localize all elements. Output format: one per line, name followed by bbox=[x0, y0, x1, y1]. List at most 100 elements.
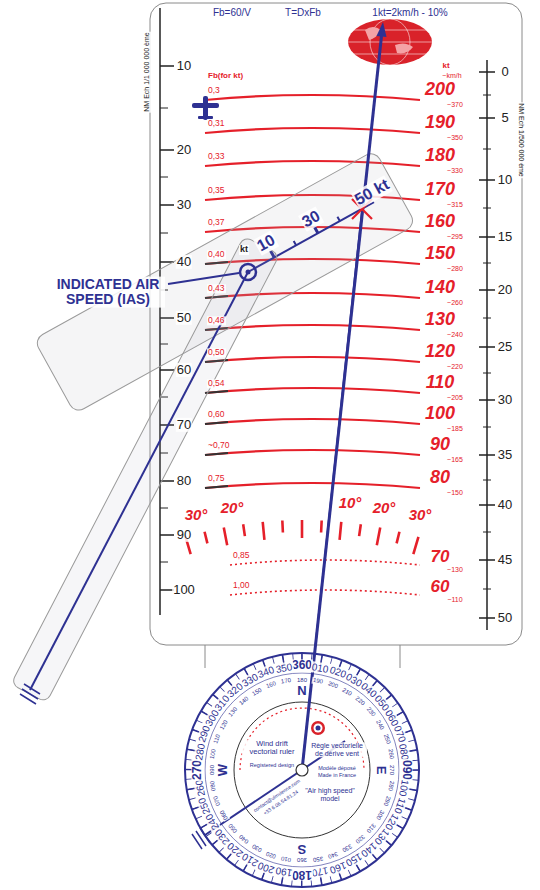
drift-ticks-part bbox=[205, 532, 400, 544]
world-globe-part bbox=[365, 27, 413, 53]
speed-number: 150 bbox=[424, 244, 456, 264]
kmh-value: ~165 bbox=[446, 456, 464, 464]
fb-value: 0,3 bbox=[207, 86, 221, 95]
reciprocal-degree: 130 bbox=[227, 705, 240, 718]
product-name: Règle vectorielle de dérive vent bbox=[307, 742, 367, 757]
reciprocal-degree: 210 bbox=[340, 686, 354, 698]
wind-vectors-part bbox=[302, 36, 382, 770]
kmh-value: ~280 bbox=[446, 265, 464, 273]
wind-vectors bbox=[302, 22, 387, 770]
speed-number: 100 bbox=[424, 404, 456, 424]
nm-scale-right-part bbox=[486, 60, 488, 630]
reciprocal-degree: 360 bbox=[296, 857, 308, 864]
fb-value: 0,75 bbox=[207, 474, 226, 483]
unit-label: kt bbox=[239, 245, 249, 255]
scale-number: 80 bbox=[176, 474, 192, 488]
pointer-arm-part bbox=[168, 273, 239, 284]
reciprocal-degree: 050 bbox=[227, 821, 240, 834]
reciprocal-degree: 180 bbox=[296, 677, 308, 684]
scale-caption: NM Ech 1/1 000 000 ème bbox=[143, 31, 151, 112]
fb-value: ~0,70 bbox=[207, 441, 231, 450]
drift-ticks bbox=[186, 520, 419, 554]
reciprocal-degree: 110 bbox=[212, 733, 222, 746]
speed-number: 180 bbox=[424, 146, 456, 166]
fb-value: 0,50 bbox=[207, 348, 226, 357]
roundel-part bbox=[314, 724, 323, 733]
scale-caption: NM Ech 1/500 000 ème bbox=[517, 102, 525, 178]
cardinal-letter: W bbox=[216, 763, 230, 777]
unit-label: kt bbox=[441, 62, 450, 71]
callout-text: INDICATED AIR SPEED (IAS) bbox=[51, 277, 165, 308]
kmh-value: ~260 bbox=[446, 299, 464, 307]
pointer-arm-part bbox=[20, 684, 40, 704]
speed-number: 80 bbox=[429, 468, 451, 488]
reciprocal-degree: 290 bbox=[381, 794, 391, 808]
reciprocal-degree: 300 bbox=[374, 808, 386, 822]
unit-label: ~km/h bbox=[441, 72, 462, 80]
speed-number: 130 bbox=[424, 310, 456, 330]
slider-number: 50 kt bbox=[351, 175, 393, 209]
slider-number: 10 bbox=[253, 231, 279, 256]
compass-rose-part bbox=[205, 673, 399, 867]
scale-number: 40 bbox=[176, 255, 192, 269]
kmh-value: ~330 bbox=[446, 167, 464, 175]
compass-degree: 190 bbox=[274, 865, 294, 879]
speed-number: 110 bbox=[425, 373, 456, 393]
compass-degree: 250 bbox=[196, 795, 213, 816]
scale-number: 70 bbox=[176, 418, 192, 432]
formula-label: 1kt=2km/h - 10% bbox=[371, 7, 448, 18]
speed-number: 160 bbox=[424, 212, 456, 232]
scale-number: 60 bbox=[176, 363, 192, 377]
fb-value: 0,37 bbox=[207, 218, 226, 227]
scale-number: 25 bbox=[497, 340, 513, 354]
reciprocal-degree: 080 bbox=[209, 779, 218, 792]
drift-angle: 10° bbox=[338, 495, 363, 512]
pivot-part bbox=[296, 764, 308, 776]
reciprocal-degree: 240 bbox=[374, 718, 386, 732]
fb-value: 0,35 bbox=[207, 186, 226, 195]
kmh-value: ~150 bbox=[446, 489, 464, 497]
fb-value: 0,85 bbox=[232, 551, 251, 560]
reciprocal-degree: 140 bbox=[237, 695, 250, 708]
kmh-value: ~370 bbox=[446, 101, 464, 109]
drift-ticks-part bbox=[224, 528, 380, 546]
compass-rose-part bbox=[189, 657, 415, 883]
product-note: Modèle déposé bbox=[317, 765, 357, 771]
scale-number: 50 bbox=[176, 311, 192, 325]
compass-rose bbox=[185, 653, 419, 887]
reciprocal-degree: 190 bbox=[311, 677, 324, 686]
fb-value: 0,46 bbox=[207, 316, 226, 325]
cardinal-letter: S bbox=[297, 842, 308, 856]
scale-number: 30 bbox=[497, 393, 513, 407]
fb-header: Fb(for kt) bbox=[207, 72, 244, 81]
fb-value: 0,31 bbox=[207, 119, 226, 128]
airplane-icon-part bbox=[192, 103, 219, 108]
compass-rose-part bbox=[185, 653, 419, 887]
nm-scale-right-part bbox=[483, 95, 491, 589]
speed-arcs-part bbox=[205, 95, 420, 100]
speed-number: 190 bbox=[424, 113, 456, 133]
reciprocal-degree: 030 bbox=[250, 842, 264, 854]
fb-value: 1,00 bbox=[232, 581, 251, 590]
kmh-value: ~240 bbox=[446, 331, 464, 339]
cardinal-letter: E bbox=[374, 765, 388, 776]
reciprocal-degree: 350 bbox=[311, 854, 324, 863]
reciprocal-degree: 020 bbox=[264, 849, 278, 859]
drift-ticks-part bbox=[301, 520, 304, 538]
drift-ticks-part bbox=[186, 537, 419, 554]
scale-number: 15 bbox=[497, 230, 513, 244]
scale-number: 40 bbox=[497, 498, 513, 512]
speed-number: 60 bbox=[430, 578, 451, 597]
product-note: Made in France bbox=[317, 772, 357, 778]
kmh-value: ~110 bbox=[446, 596, 463, 604]
compass-degree: 160 bbox=[327, 859, 348, 876]
nm-scale-right bbox=[479, 60, 495, 630]
pointer-arm-part bbox=[192, 828, 210, 849]
roundel-part bbox=[311, 721, 325, 735]
reciprocal-degree: 340 bbox=[326, 849, 340, 859]
scale-number: 10 bbox=[176, 59, 192, 73]
compass-degree: 180 bbox=[291, 867, 313, 880]
fb-value: 0,54 bbox=[207, 379, 226, 388]
speed-arcs-part bbox=[205, 419, 420, 424]
